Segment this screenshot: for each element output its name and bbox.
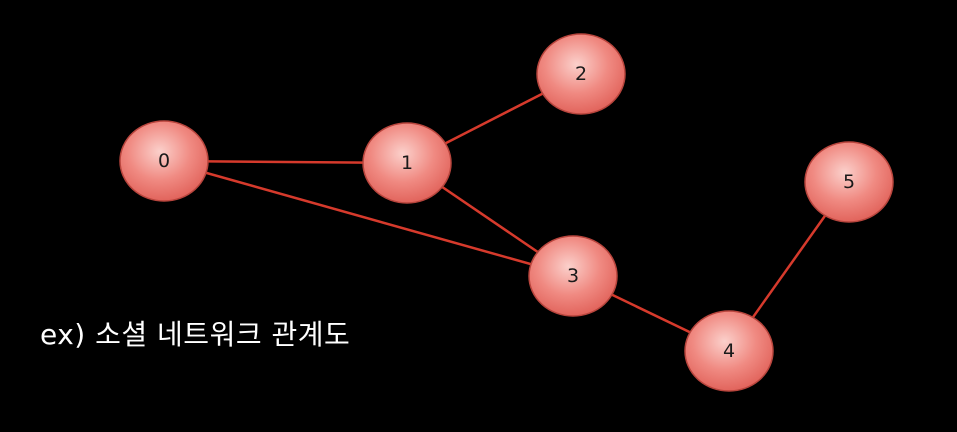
node-circle (684, 310, 774, 392)
node-4: 4 (684, 310, 774, 392)
node-label: 0 (158, 150, 170, 172)
node-1: 1 (362, 122, 452, 204)
node-circle (536, 33, 626, 115)
node-5: 5 (804, 141, 894, 223)
node-circle (119, 120, 209, 202)
node-label: 5 (843, 171, 855, 193)
diagram-caption: ex) 소셜 네트워크 관계도 (40, 318, 351, 351)
node-circle (528, 235, 618, 317)
node-2: 2 (536, 33, 626, 115)
node-label: 4 (723, 340, 735, 362)
nodes-layer: 0 1 2 3 4 5 (119, 33, 894, 392)
node-circle (804, 141, 894, 223)
node-3: 3 (528, 235, 618, 317)
node-label: 1 (401, 152, 413, 174)
edges-layer (163, 72, 851, 353)
node-label: 2 (575, 63, 587, 85)
node-0: 0 (119, 120, 209, 202)
edge-0-3 (163, 159, 574, 278)
node-label: 3 (567, 265, 579, 287)
node-circle (362, 122, 452, 204)
